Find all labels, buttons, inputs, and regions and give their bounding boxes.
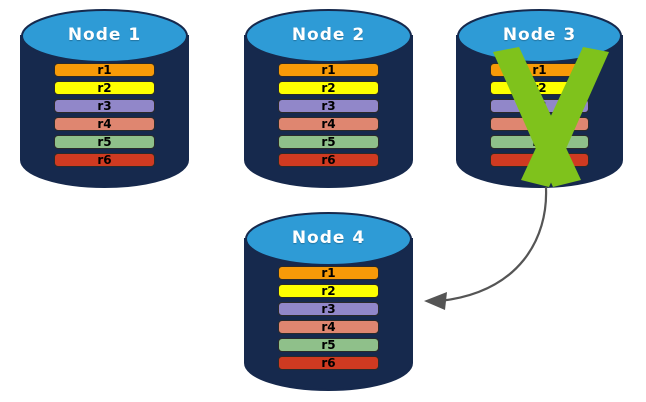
row-item[interactable]: r3 xyxy=(278,302,379,316)
row-item[interactable]: r5 xyxy=(278,338,379,352)
x-mark-icon xyxy=(493,47,609,187)
node-cylinder-3[interactable]: Node 3r1r2r3r4r5r6 xyxy=(456,9,623,188)
row-item[interactable]: r5 xyxy=(54,135,155,149)
x-mark-stroke-b xyxy=(521,47,609,187)
cylinder-top-ellipse xyxy=(457,9,622,63)
node-rows-1: r1 r2 r3 r4 r5 r6 xyxy=(54,9,155,187)
row-item[interactable]: r6 xyxy=(278,153,379,167)
arrow-head xyxy=(424,292,447,310)
row-item[interactable]: r3 xyxy=(54,99,155,113)
row-item[interactable]: r3 xyxy=(278,99,379,113)
row-item[interactable]: r1 xyxy=(278,266,379,280)
row-item[interactable]: r6 xyxy=(54,153,155,167)
cylinder-top-ellipse xyxy=(21,9,188,63)
row-item[interactable]: r2 xyxy=(278,81,379,95)
cylinder-top-ellipse xyxy=(245,9,412,63)
row-item[interactable]: r1 xyxy=(54,63,155,77)
cylinder-top-ellipse xyxy=(245,212,412,266)
node-rows-2: r1 r2 r3 r4 r5 r6 xyxy=(278,9,379,187)
row-item[interactable]: r4 xyxy=(278,320,379,334)
row-item[interactable]: r1 xyxy=(278,63,379,77)
row-item[interactable]: r4 xyxy=(278,117,379,131)
row-item[interactable]: r6 xyxy=(278,356,379,370)
node-rows-4: r1 r2 r3 r4 r5 r6 xyxy=(278,212,379,390)
row-item[interactable]: r5 xyxy=(278,135,379,149)
row-item[interactable]: r2 xyxy=(54,81,155,95)
row-item[interactable]: r4 xyxy=(54,117,155,131)
row-item[interactable]: r2 xyxy=(278,284,379,298)
arrow-curve xyxy=(438,186,548,303)
